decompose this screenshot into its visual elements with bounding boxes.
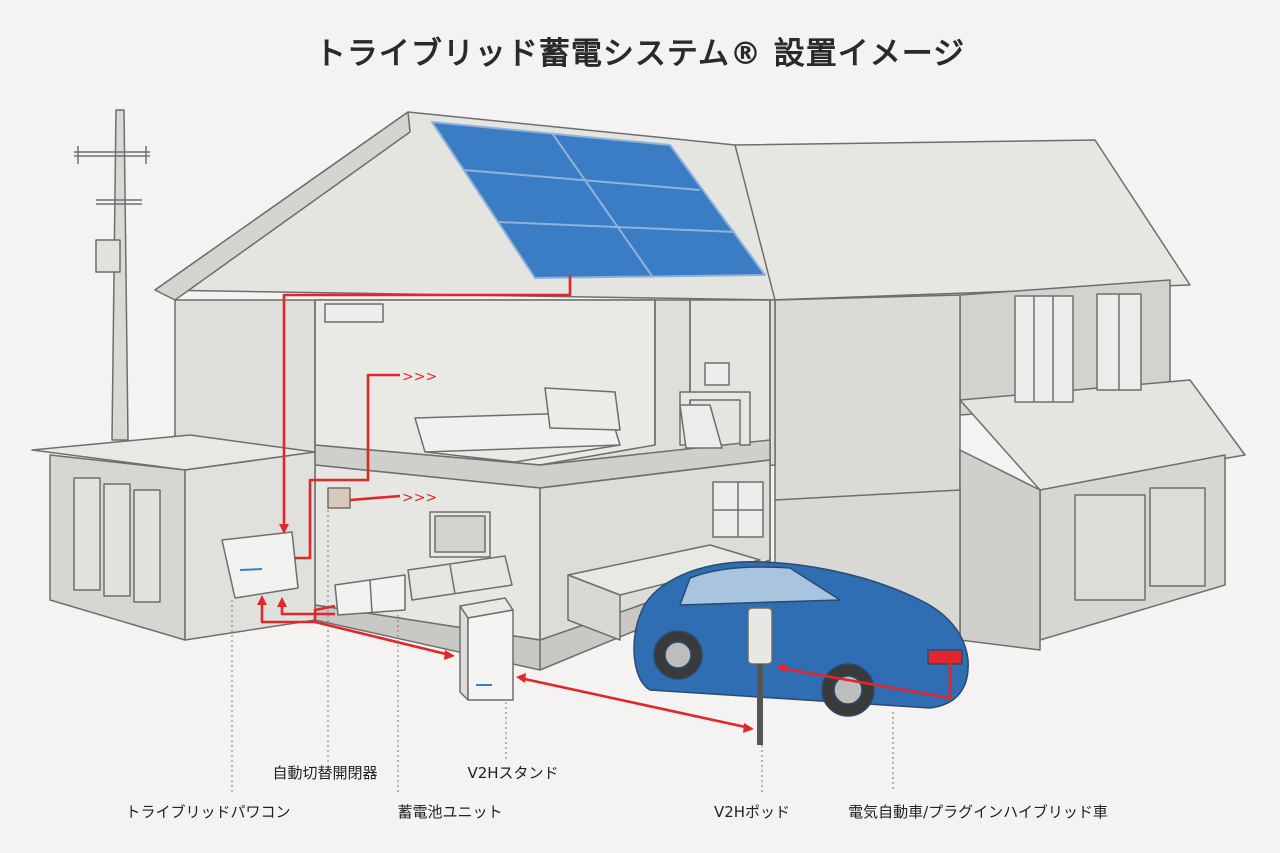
auto-switch-unit [327, 487, 351, 509]
electric-car [633, 561, 969, 717]
v2h-pod-unit [747, 607, 773, 745]
label-power-conditioner: トライブリッドパワコン [125, 803, 291, 821]
flow-mark-lower: >>> [402, 490, 437, 506]
label-v2h-pod: V2Hポッド [713, 803, 791, 821]
solar-panels [431, 121, 766, 279]
arrow-heads [257, 524, 786, 733]
shelf [712, 481, 764, 538]
leader-lines [231, 510, 894, 792]
tv-set [407, 511, 513, 601]
bed [414, 387, 621, 463]
desk [679, 362, 751, 449]
label-auto-switch: 自動切替開閉器 [272, 764, 378, 782]
power-conditioner-unit [221, 531, 299, 599]
air-conditioner [324, 303, 384, 323]
battery-unit [334, 574, 406, 616]
label-v2h-stand: V2Hスタンド [467, 764, 559, 782]
flow-mark-upper: >>> [402, 369, 437, 385]
utility-pole [74, 109, 150, 441]
diagram-title: トライブリッド蓄電システム® 設置イメージ [314, 36, 966, 72]
v2h-stand-unit [459, 597, 514, 701]
power-lines [260, 275, 952, 730]
label-ev-phev: 電気自動車/プラグインハイブリッド車 [848, 803, 1108, 821]
label-battery-unit: 蓄電池ユニット [397, 803, 503, 821]
